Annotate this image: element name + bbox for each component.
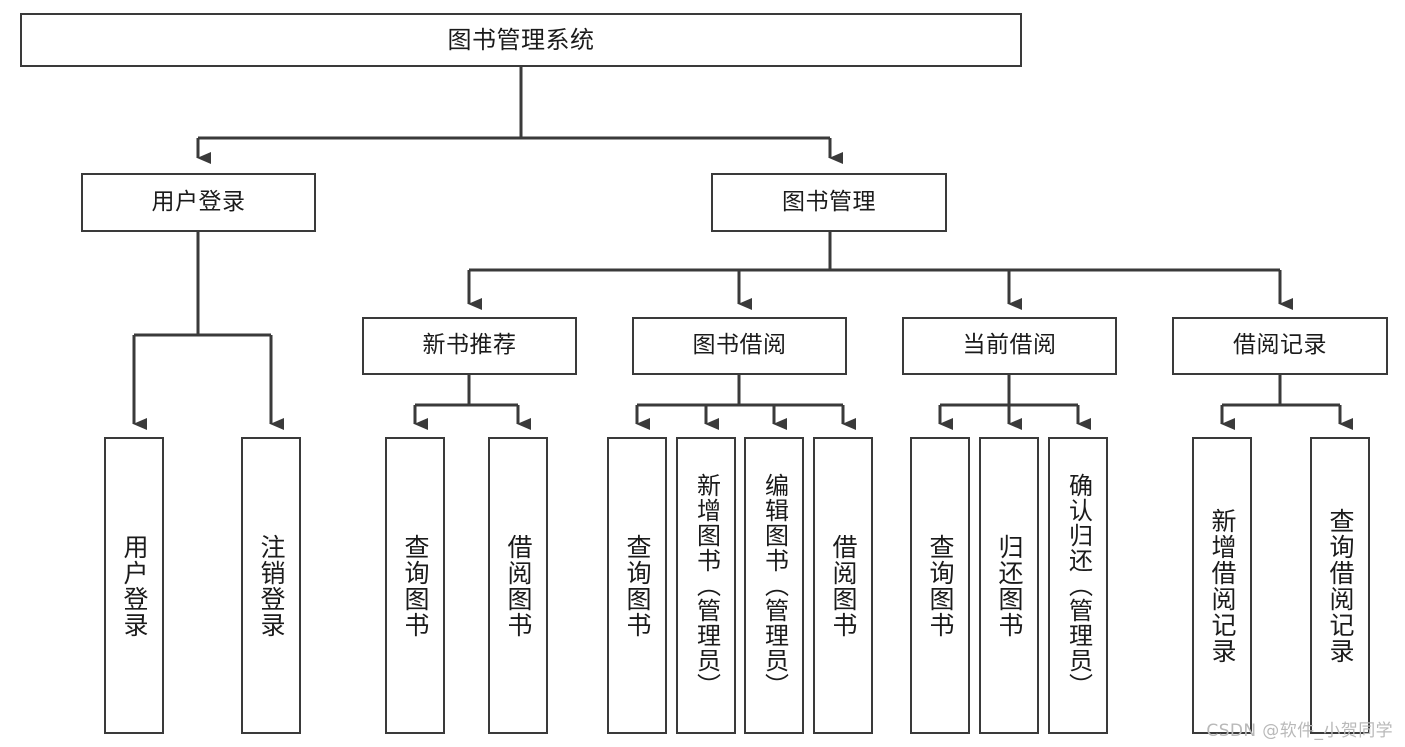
node-leaf-query-book-2-label: 查询图书 bbox=[623, 533, 652, 638]
node-leaf-query-record-label: 查询借阅记录 bbox=[1326, 507, 1355, 664]
node-book-borrow-label: 图书借阅 bbox=[692, 332, 787, 359]
node-root-label: 图书管理系统 bbox=[447, 25, 595, 54]
node-book-manage-label: 图书管理 bbox=[782, 188, 876, 215]
node-leaf-add-book-label: 新增图书（管理员） bbox=[692, 473, 721, 698]
node-borrow-record[interactable]: 借阅记录 bbox=[1172, 317, 1388, 375]
node-leaf-confirm-return[interactable]: 确认归还（管理员） bbox=[1048, 437, 1108, 734]
node-new-book-recommend-label: 新书推荐 bbox=[422, 332, 517, 359]
node-borrow-record-label: 借阅记录 bbox=[1233, 332, 1327, 359]
node-leaf-add-record[interactable]: 新增借阅记录 bbox=[1192, 437, 1252, 734]
node-leaf-user-login[interactable]: 用户登录 bbox=[104, 437, 164, 734]
node-leaf-edit-book-label: 编辑图书（管理员） bbox=[760, 473, 789, 698]
node-leaf-borrow-book-1-label: 借阅图书 bbox=[504, 533, 533, 638]
node-new-book-recommend[interactable]: 新书推荐 bbox=[362, 317, 577, 375]
node-leaf-borrow-book-2-label: 借阅图书 bbox=[829, 533, 858, 638]
node-user-login-label: 用户登录 bbox=[151, 188, 246, 215]
watermark-text: CSDN @软件_小贺同学 bbox=[1206, 721, 1393, 741]
node-leaf-add-record-label: 新增借阅记录 bbox=[1208, 507, 1237, 664]
node-leaf-return-book-label: 归还图书 bbox=[995, 533, 1024, 638]
node-leaf-query-book-3[interactable]: 查询图书 bbox=[910, 437, 970, 734]
node-leaf-query-book-3-label: 查询图书 bbox=[926, 533, 955, 638]
node-leaf-user-logout[interactable]: 注销登录 bbox=[241, 437, 301, 734]
node-user-login[interactable]: 用户登录 bbox=[81, 173, 316, 232]
node-leaf-borrow-book-1[interactable]: 借阅图书 bbox=[488, 437, 548, 734]
node-leaf-edit-book[interactable]: 编辑图书（管理员） bbox=[744, 437, 804, 734]
node-book-manage[interactable]: 图书管理 bbox=[711, 173, 947, 232]
node-book-borrow[interactable]: 图书借阅 bbox=[632, 317, 847, 375]
node-leaf-query-book-1-label: 查询图书 bbox=[401, 533, 430, 638]
node-leaf-query-book-2[interactable]: 查询图书 bbox=[607, 437, 667, 734]
node-leaf-return-book[interactable]: 归还图书 bbox=[979, 437, 1039, 734]
node-current-borrow[interactable]: 当前借阅 bbox=[902, 317, 1117, 375]
node-leaf-confirm-return-label: 确认归还（管理员） bbox=[1064, 473, 1093, 698]
node-leaf-borrow-book-2[interactable]: 借阅图书 bbox=[813, 437, 873, 734]
node-leaf-user-login-label: 用户登录 bbox=[120, 533, 149, 638]
node-leaf-query-book-1[interactable]: 查询图书 bbox=[385, 437, 445, 734]
node-leaf-user-logout-label: 注销登录 bbox=[257, 533, 286, 638]
node-leaf-query-record[interactable]: 查询借阅记录 bbox=[1310, 437, 1370, 734]
node-leaf-add-book[interactable]: 新增图书（管理员） bbox=[676, 437, 736, 734]
node-root[interactable]: 图书管理系统 bbox=[20, 13, 1022, 67]
node-current-borrow-label: 当前借阅 bbox=[962, 332, 1057, 359]
